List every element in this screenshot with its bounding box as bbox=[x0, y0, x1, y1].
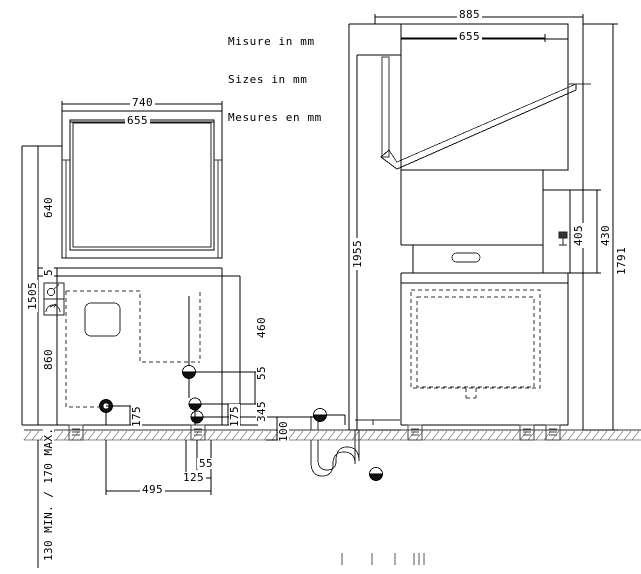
drain-valve-symbol bbox=[182, 365, 196, 379]
dim-electrical-right-offset: 175 bbox=[228, 403, 241, 429]
dim-drain-height: 345 bbox=[255, 398, 268, 424]
front-view-internal-dashed bbox=[65, 290, 201, 408]
dim-floor-clearance: 130 MIN. / 170 MAX. bbox=[42, 425, 55, 563]
dim-total-height: 1791 bbox=[615, 244, 628, 277]
side-view-hood bbox=[380, 23, 591, 171]
dim-plan-offset-125: 125 bbox=[181, 471, 207, 484]
units-note-fr: Mesures en mm bbox=[228, 110, 322, 124]
dim-gap-height: 5 bbox=[42, 266, 55, 278]
dim-chamber-height: 405 bbox=[572, 222, 585, 248]
drain-valve-symbol bbox=[369, 467, 383, 481]
dim-drain-offset-a: 55 bbox=[255, 363, 268, 382]
dim-overall-width: 740 bbox=[130, 96, 156, 109]
dim-hood-width: 655 bbox=[125, 114, 151, 127]
dim-hood-height: 640 bbox=[42, 194, 55, 220]
side-view-tank-dashed bbox=[410, 289, 541, 399]
drain-valve-symbol bbox=[188, 397, 202, 411]
dim-chamber-outer-height: 430 bbox=[599, 222, 612, 248]
units-note-block: Misure in mm Sizes in mm Mesures en mm bbox=[228, 11, 322, 150]
dim-plan-offset-495: 495 bbox=[140, 483, 166, 496]
dim-overall-height: 1505 bbox=[26, 279, 39, 312]
dim-plan-offset-55: 55 bbox=[197, 457, 216, 470]
units-note-it: Misure in mm bbox=[228, 35, 315, 49]
units-note-en: Sizes in mm bbox=[228, 72, 308, 86]
drain-branch-lines bbox=[355, 419, 400, 425]
dim-worktop-height: 860 bbox=[42, 346, 55, 372]
drain-valve-symbol bbox=[190, 410, 204, 424]
scale-tick-marks bbox=[341, 553, 425, 565]
water-inlet-symbol-group bbox=[43, 282, 65, 316]
front-view-body bbox=[56, 267, 223, 426]
dim-hood-depth: 655 bbox=[457, 30, 483, 43]
dimension-lines bbox=[21, 14, 618, 568]
ground-hatching bbox=[23, 430, 640, 441]
dim-electrical-left-offset: 175 bbox=[130, 403, 143, 429]
side-view-cabinet bbox=[356, 24, 584, 430]
siphon-trap bbox=[310, 416, 360, 477]
side-view-feet bbox=[407, 424, 561, 441]
dim-overall-depth: 885 bbox=[457, 8, 483, 21]
dim-drain-floor-height: 100 bbox=[277, 418, 290, 444]
front-view-feet bbox=[68, 424, 206, 441]
ground-line-group bbox=[24, 429, 641, 441]
front-view-hood bbox=[61, 110, 223, 259]
dim-open-hood-height: 1955 bbox=[351, 237, 364, 270]
dim-water-inlet-height: 460 bbox=[255, 314, 268, 340]
drain-valve-symbol bbox=[313, 408, 327, 422]
side-view-fitting bbox=[558, 231, 568, 246]
